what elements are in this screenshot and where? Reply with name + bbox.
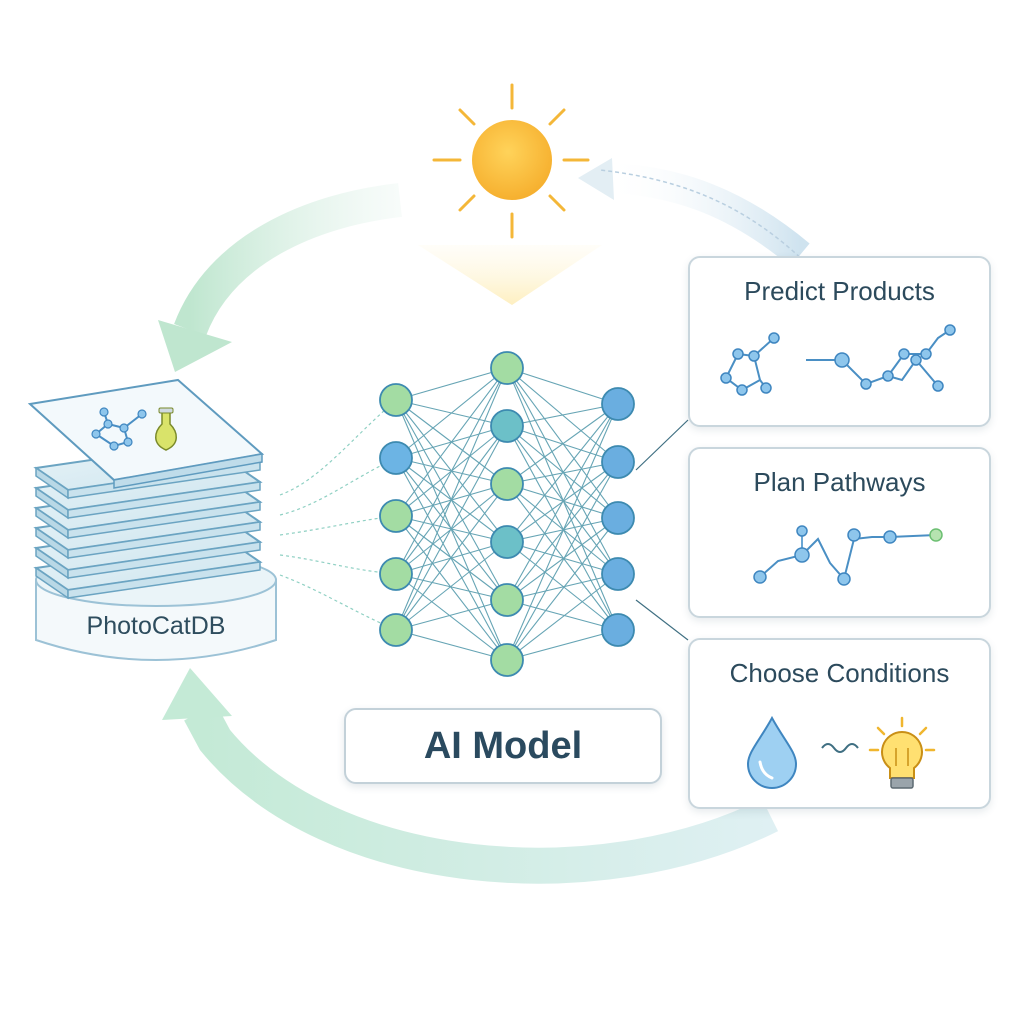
predict-products-card: Predict Products [688,256,991,427]
output-connectors [635,419,689,641]
network-node [601,445,635,479]
network-node [379,383,413,417]
network-node [379,613,413,647]
pathway-chain-icon [753,525,943,586]
molecule-icon [720,324,956,396]
network-node [601,501,635,535]
plan-pathways-title: Plan Pathways [753,467,926,497]
database-label: PhotoCatDB [86,612,226,640]
network-node [601,387,635,421]
plan-pathways-card: Plan Pathways [688,447,991,618]
database-stack-icon [27,378,277,661]
choose-conditions-card: Choose Conditions [688,638,991,809]
network-node [490,467,524,501]
network-node [490,525,524,559]
conditions-icons [746,715,936,789]
network-node [379,441,413,475]
network-node [379,557,413,591]
network-node [379,499,413,533]
network-node [490,351,524,385]
choose-conditions-title: Choose Conditions [729,658,950,688]
predict-products-title: Predict Products [744,276,935,306]
ai-model-label: AI Model [344,708,662,784]
network-node [490,409,524,443]
network-node [490,643,524,677]
sun-icon [418,83,602,305]
network-node [601,613,635,647]
network-node [490,583,524,617]
molecule-icon [91,407,147,451]
cycle-arrow-icon [158,158,810,884]
neural-network-icon [379,351,635,677]
lightbulb-icon [868,716,936,789]
water-drop-icon [746,715,798,789]
flask-icon [155,407,177,451]
data-flow-lines [279,399,397,631]
network-node [601,557,635,591]
